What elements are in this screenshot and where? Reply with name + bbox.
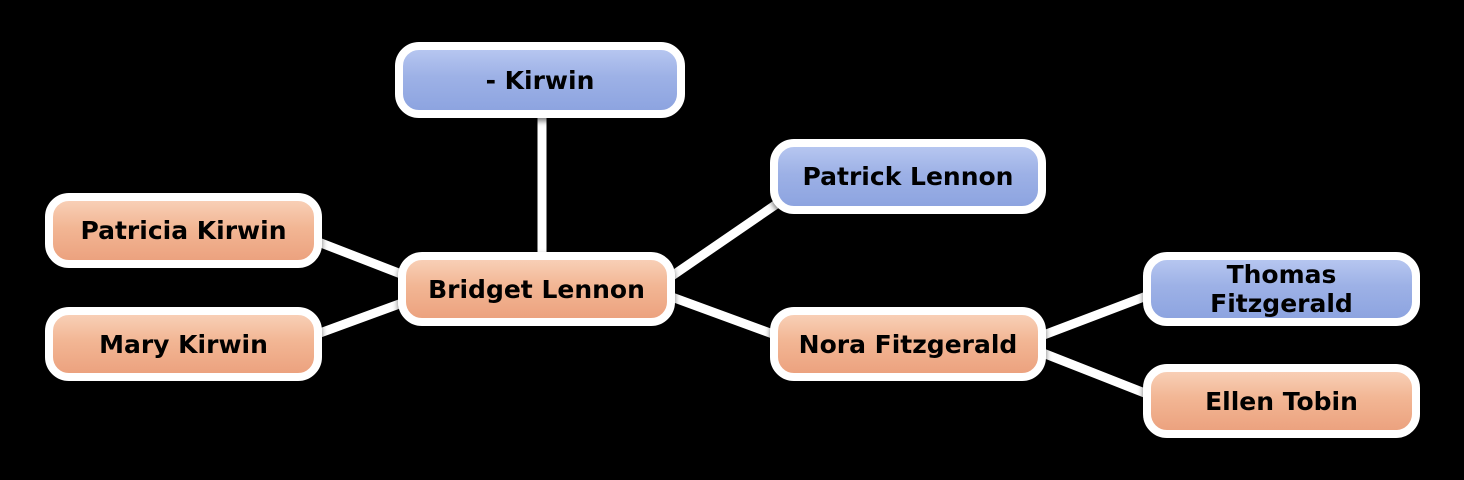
node-bridget-lennon-label: Bridget Lennon	[428, 274, 645, 304]
node-thomas-fitzgerald[interactable]: Thomas Fitzgerald	[1143, 252, 1420, 326]
node-bridget-lennon[interactable]: Bridget Lennon	[398, 252, 675, 326]
node-patrick-lennon[interactable]: Patrick Lennon	[770, 139, 1046, 214]
node-nora-fitzgerald-label: Nora Fitzgerald	[798, 329, 1018, 359]
node-patrick-lennon-label: Patrick Lennon	[802, 162, 1014, 191]
node-ellen-tobin[interactable]: Ellen Tobin	[1143, 364, 1420, 438]
node-kirwin-label: - Kirwin	[485, 65, 595, 95]
node-patricia-kirwin[interactable]: Patricia Kirwin	[45, 193, 322, 268]
node-mary-kirwin[interactable]: Mary Kirwin	[45, 307, 322, 381]
node-patricia-kirwin-label: Patricia Kirwin	[80, 216, 287, 245]
node-kirwin[interactable]: - Kirwin	[395, 42, 685, 118]
node-nora-fitzgerald[interactable]: Nora Fitzgerald	[770, 307, 1046, 381]
node-ellen-tobin-label: Ellen Tobin	[1205, 386, 1358, 416]
node-mary-kirwin-label: Mary Kirwin	[99, 329, 268, 359]
node-thomas-fitzgerald-label: Thomas Fitzgerald	[1210, 260, 1353, 318]
